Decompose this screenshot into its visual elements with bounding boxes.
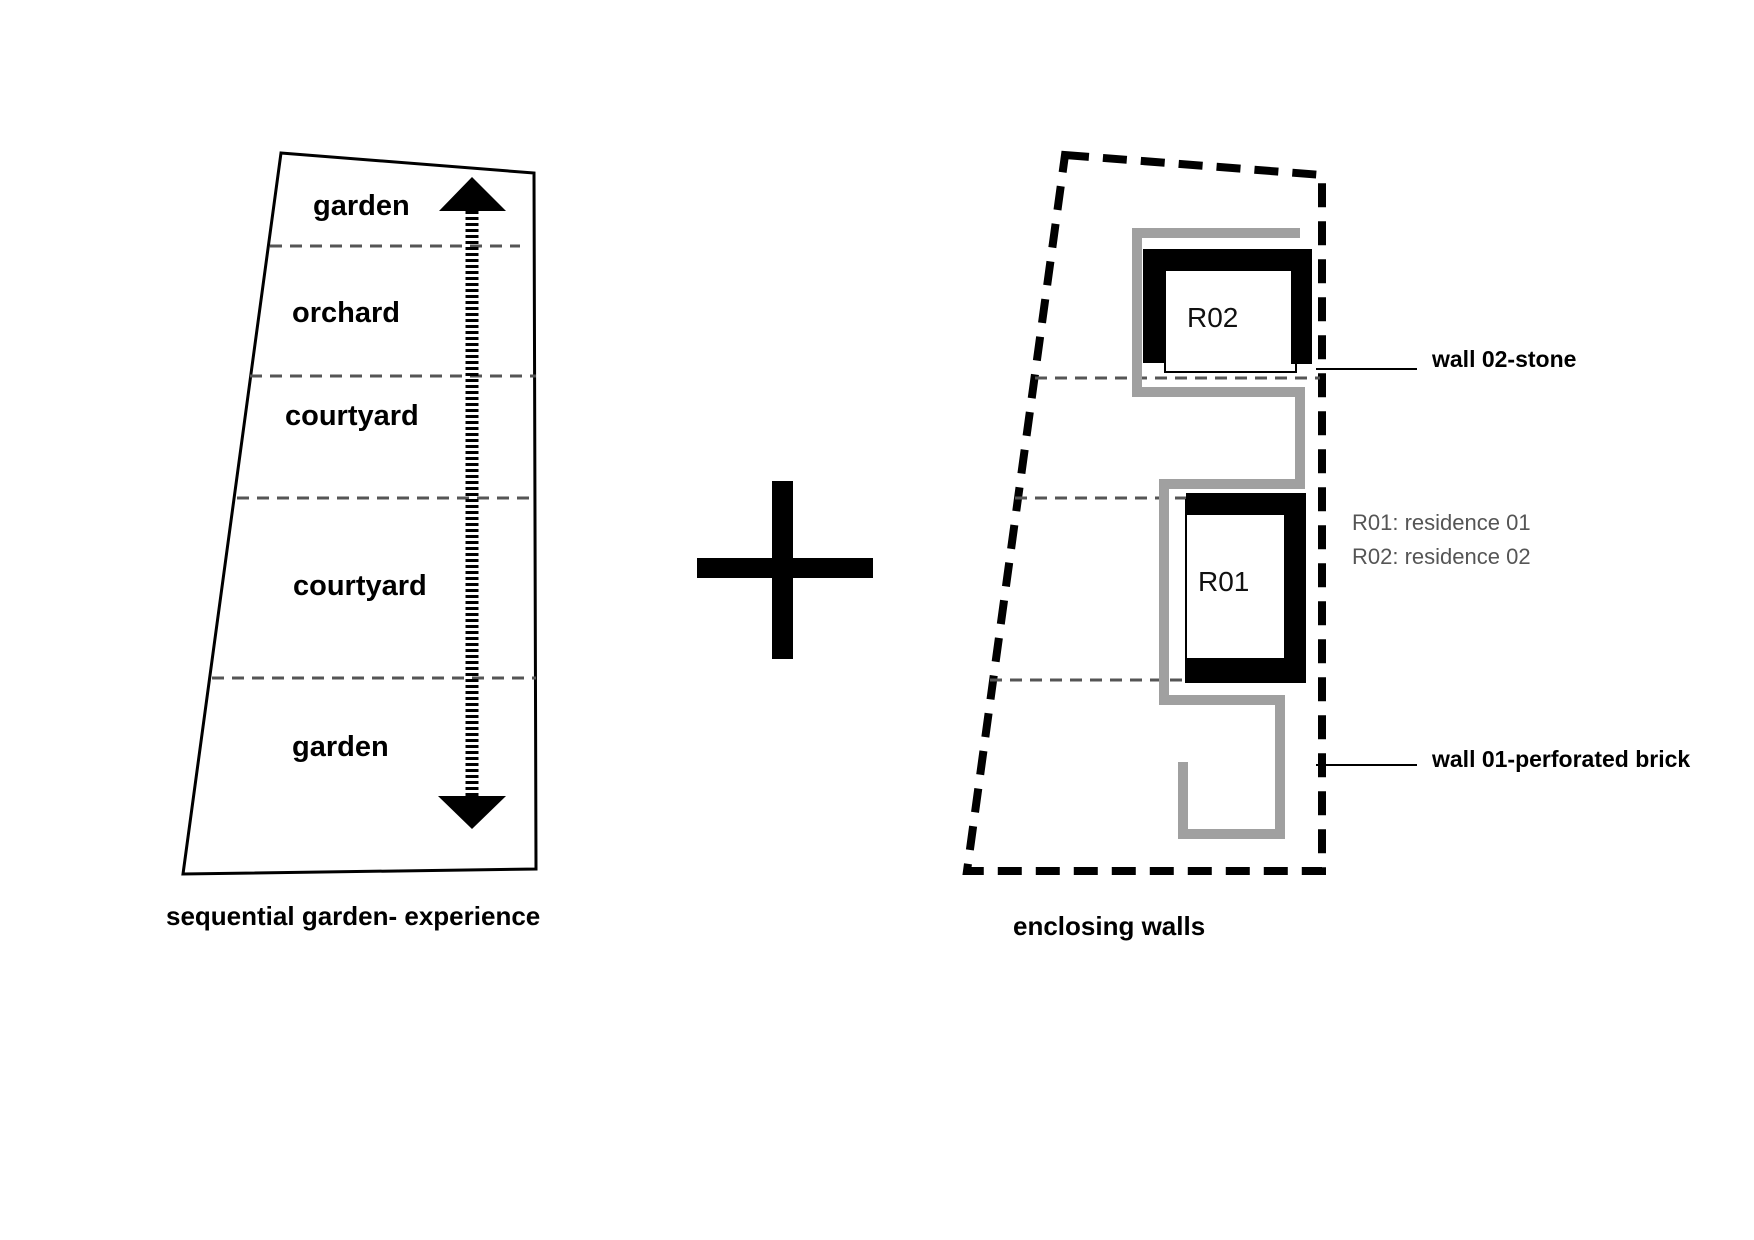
site-boundary bbox=[962, 150, 1326, 875]
zone-label-garden-bottom: garden bbox=[292, 731, 389, 763]
wall-perforated-brick bbox=[1132, 228, 1305, 839]
legend-item-r01: R01: residence 01 bbox=[1352, 510, 1531, 535]
site-outline bbox=[181, 151, 538, 876]
caption-sequential-garden: sequential garden- experience bbox=[166, 901, 540, 931]
wall-label-stone: wall 02-stone bbox=[1431, 346, 1576, 372]
zone-label-courtyard-upper: courtyard bbox=[285, 400, 419, 432]
enclosing-walls-diagram: R02 R01 wall 02-stone wall 01-perforated… bbox=[962, 150, 1690, 941]
legend-item-r02: R02: residence 02 bbox=[1352, 544, 1531, 569]
room-label-r01: R01 bbox=[1198, 566, 1249, 597]
wall-label-perforated-brick: wall 01-perforated brick bbox=[1431, 746, 1690, 772]
wall-stone-r01 bbox=[1186, 493, 1306, 681]
zone-dividers bbox=[212, 244, 536, 680]
room-r02: R02 bbox=[1143, 249, 1312, 373]
zone-label-orchard: orchard bbox=[292, 297, 400, 329]
plus-icon bbox=[697, 481, 873, 659]
caption-enclosing-walls: enclosing walls bbox=[1013, 911, 1205, 941]
wall-stone-r02 bbox=[1143, 249, 1312, 364]
sequential-garden-diagram: garden orchard courtyard courtyard garde… bbox=[166, 151, 540, 931]
arrow-head-up-icon bbox=[439, 177, 506, 211]
room-legend: R01: residence 01 R02: residence 02 bbox=[1352, 510, 1531, 569]
arrow-head-down-icon bbox=[438, 796, 506, 829]
zone-label-courtyard-lower: courtyard bbox=[293, 570, 427, 602]
room-r01: R01 bbox=[1185, 493, 1306, 683]
zone-label-garden-top: garden bbox=[313, 190, 410, 222]
movement-arrow-icon bbox=[438, 177, 506, 829]
room-label-r02: R02 bbox=[1187, 302, 1238, 333]
